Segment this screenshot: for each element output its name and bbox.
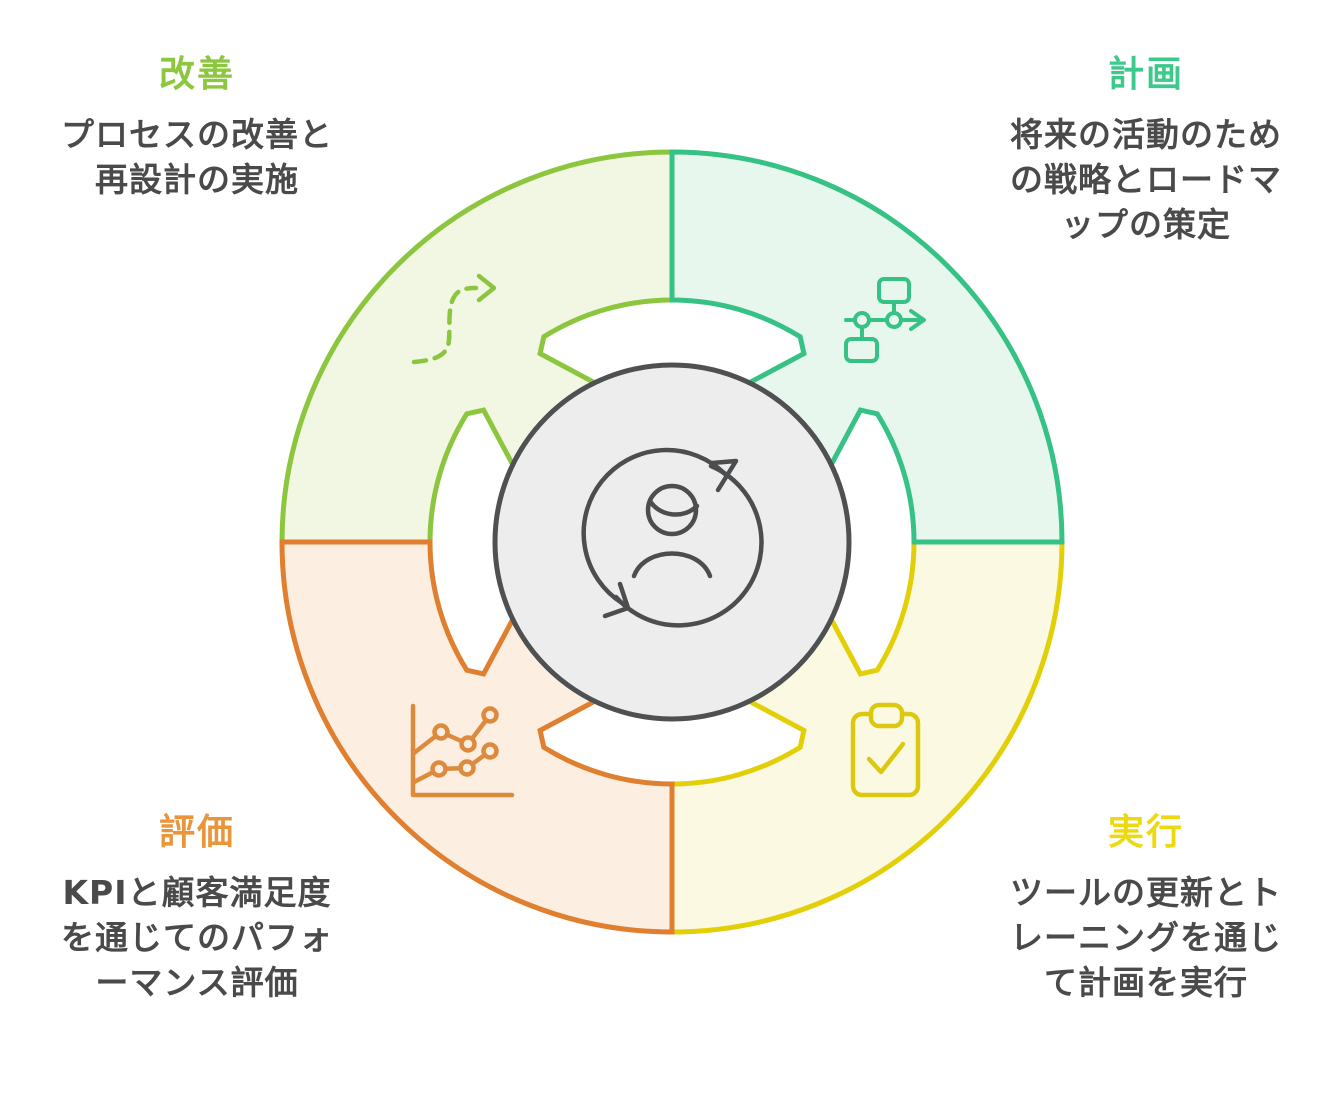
quadrant-title-act: 改善	[158, 54, 235, 95]
quadrant-label-check: 評価 KPIと顧客満足度 を通じてのパフォ ーマンス評価	[27, 813, 367, 1005]
quadrant-title-do: 実行	[1107, 812, 1184, 853]
clipboard-check-icon	[850, 702, 921, 798]
quadrant-desc-plan: 将来の活動のため の戦略とロードマ ップの策定	[1010, 115, 1282, 244]
quadrant-desc-check: KPIと顧客満足度 を通じてのパフォ ーマンス評価	[61, 873, 333, 1002]
center-hub-circle	[492, 362, 852, 722]
quadrant-desc-act: プロセスの改善と 再設計の実施	[61, 115, 333, 199]
quadrant-title-plan: 計画	[1107, 54, 1184, 95]
quadrant-label-plan: 計画 将来の活動のため の戦略とロードマ ップの策定	[976, 55, 1316, 247]
quadrant-title-check: 評価	[158, 812, 235, 853]
quadrant-desc-do: ツールの更新とト レーニングを通じ て計画を実行	[1010, 873, 1282, 1002]
quadrant-label-act: 改善 プロセスの改善と 再設計の実施	[27, 55, 367, 202]
person-sync-icon	[581, 447, 764, 628]
line-chart-icon	[410, 703, 515, 798]
dashed-path-arrow-icon	[411, 273, 497, 365]
flowchart-roadmap-icon	[844, 277, 926, 363]
quadrant-label-do: 実行 ツールの更新とト レーニングを通じ て計画を実行	[976, 813, 1316, 1005]
